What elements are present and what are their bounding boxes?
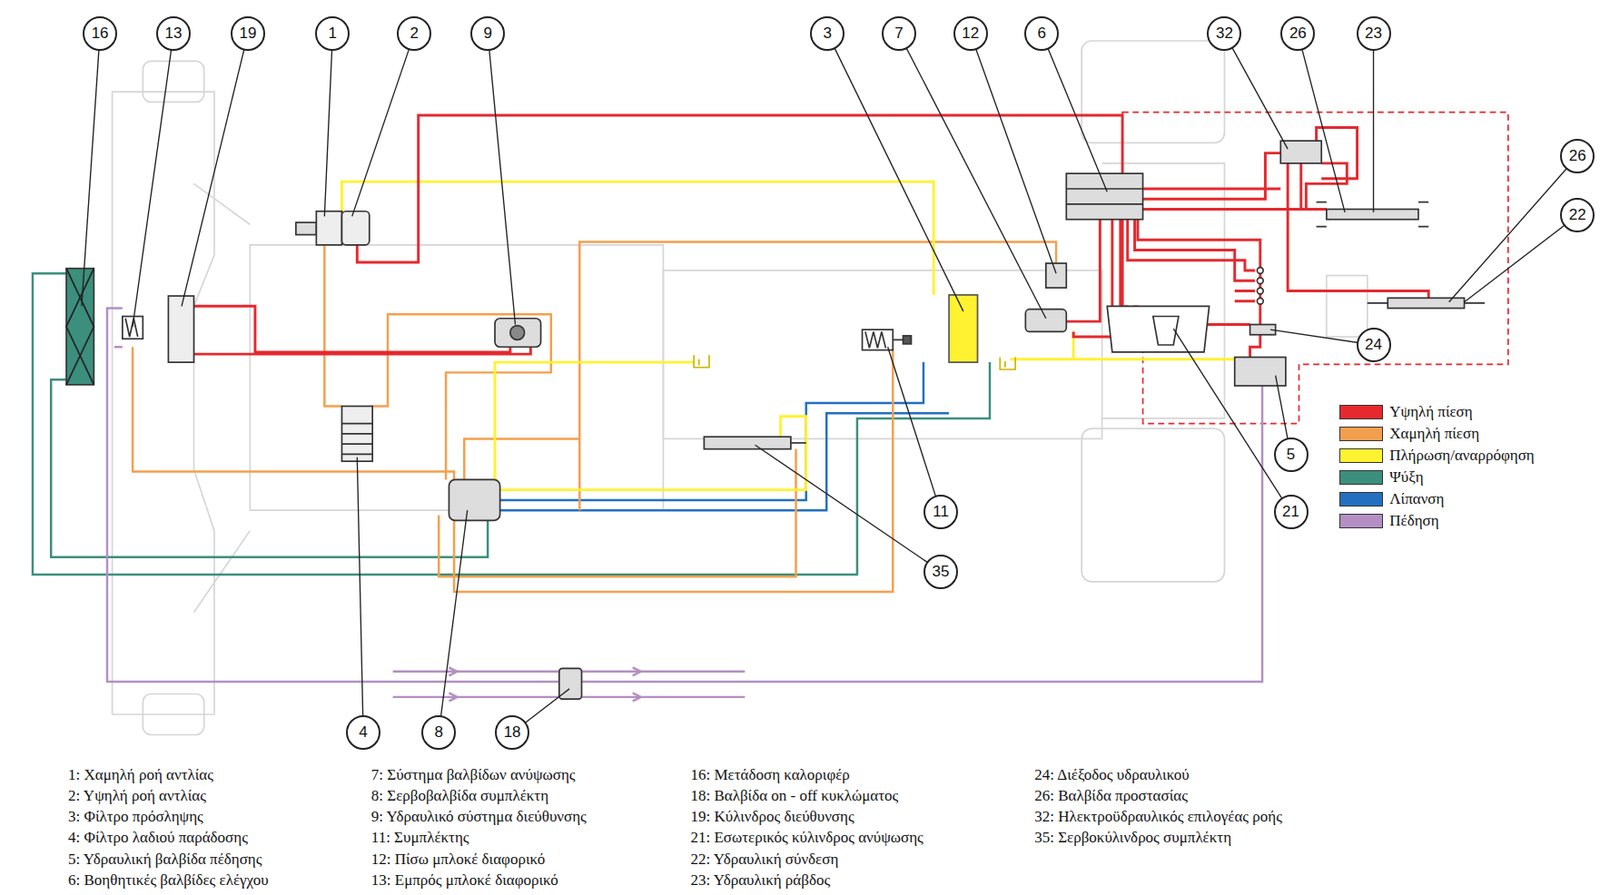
part-list-item: 2: Υψηλή ροή αντλίας [66,787,208,806]
callout-number: 26 [1289,24,1307,43]
callout-number: 1 [328,24,337,43]
callout-number: 32 [1215,24,1234,43]
part-list-item: 19: Κύλινδρος διεύθυνσης [689,808,857,827]
part-list-item: 26: Βαλβίδα προστασίας [1032,787,1190,806]
callout-number: 3 [823,24,832,43]
callout-circle: 11 [923,494,959,530]
callout-number: 9 [483,24,492,43]
legend-swatch [1339,404,1383,420]
callout-number: 18 [503,723,522,742]
part-list-item: 32: Ηλεκτροϋδραυλικός επιλογέας ροής [1032,808,1284,827]
callout-number: 5 [1286,445,1295,465]
callout-circle: 16 [82,16,118,51]
part-list-item: 13: Εμπρός μπλοκέ διαφορικό [369,871,561,890]
callout-number: 12 [961,24,979,43]
callout-number: 11 [932,503,949,522]
callout-circle: 32 [1206,16,1242,51]
legend-text: Λίπανση [1387,490,1446,509]
legend-text: Ψύξη [1387,468,1425,487]
part-list-item: 3: Φίλτρο πρόσληψης [66,808,206,827]
callout-circle: 19 [230,16,266,51]
callout-circle: 4 [345,715,381,751]
part-list-item: 5: Υδραυλική βαλβίδα πέδησης [66,850,264,870]
callout-circle: 5 [1274,437,1309,473]
part-list-item: 12: Πίσω μπλοκέ διαφορικό [369,850,547,870]
callout-number: 7 [894,24,903,43]
callout-number: 22 [1569,206,1587,225]
part-list-item: 21: Εσωτερικός κύλινδρος ανύψωσης [689,829,926,848]
callout-circle: 24 [1356,327,1392,363]
callout-number: 19 [239,24,257,43]
part-list-item: 23: Υδραυλική ράβδος [689,871,833,890]
part-list-item: 11: Συμπλέκτης [369,829,472,848]
legend-text: Πέδηση [1387,512,1441,531]
callout-number: 13 [165,24,183,43]
part-list-item: 16: Μετάδοση καλοριφέρ [689,766,852,785]
legend-text: Χαμηλή πίεση [1387,424,1482,444]
callout-circle: 13 [156,16,191,51]
callout-circle: 3 [809,16,845,51]
part-list-item: 22: Υδραυλική σύνδεση [689,850,841,870]
callout-circle: 18 [494,715,530,751]
callout-number: 35 [932,562,950,582]
callout-circle: 21 [1274,494,1309,530]
callout-circle: 22 [1560,197,1595,233]
callout-circle: 7 [881,16,917,51]
legend-swatch [1339,513,1383,529]
legend-swatch [1339,426,1383,442]
part-list-item: 1: Χαμηλή ροή αντλίας [66,766,216,785]
part-list-item: 4: Φίλτρο λαδιού παράδοσης [66,829,250,848]
callout-number: 16 [91,24,109,43]
callout-circle: 26 [1560,138,1595,174]
callout-number: 23 [1364,24,1383,43]
callout-number: 4 [358,723,367,742]
callout-number: 2 [409,24,418,43]
callout-circle: 26 [1280,16,1315,51]
callout-circle: 12 [953,16,988,51]
part-list-item: 6: Βοηθητικές βαλβίδες ελέγχου [66,871,271,890]
callout-number: 24 [1364,335,1383,355]
part-list-item: 24: Διέξοδος υδραυλικού [1032,766,1192,785]
callout-circle: 6 [1024,16,1059,51]
part-list-item: 7: Σύστημα βαλβίδων ανύψωσης [369,766,578,785]
part-list-item: 8: Σερβοβαλβίδα συμπλέκτη [369,787,551,806]
callout-circle: 8 [421,715,456,751]
legend-swatch [1339,448,1383,464]
legend-swatch [1339,492,1383,507]
legend-swatch [1339,470,1383,485]
part-list-item: 9: Υδραυλικό σύστημα διεύθυνσης [369,808,589,827]
part-list-item: 18: Βαλβίδα on - off κυκλώματος [689,787,901,806]
legend-text: Υψηλή πίεση [1387,403,1474,422]
legend-text: Πλήρωση/αναρρόφηση [1387,446,1536,465]
callout-circle: 35 [923,554,959,590]
callout-number: 21 [1282,503,1300,522]
part-list-item: 35: Σερβοκύλινδρος συμπλέκτη [1032,829,1234,848]
callout-number: 26 [1569,147,1587,166]
callout-circle: 2 [396,16,432,51]
callout-number: 8 [434,723,443,742]
callout-number: 6 [1037,24,1047,43]
callout-circle: 9 [470,16,505,51]
callout-circle: 1 [315,16,350,51]
callout-circle: 23 [1356,16,1392,51]
